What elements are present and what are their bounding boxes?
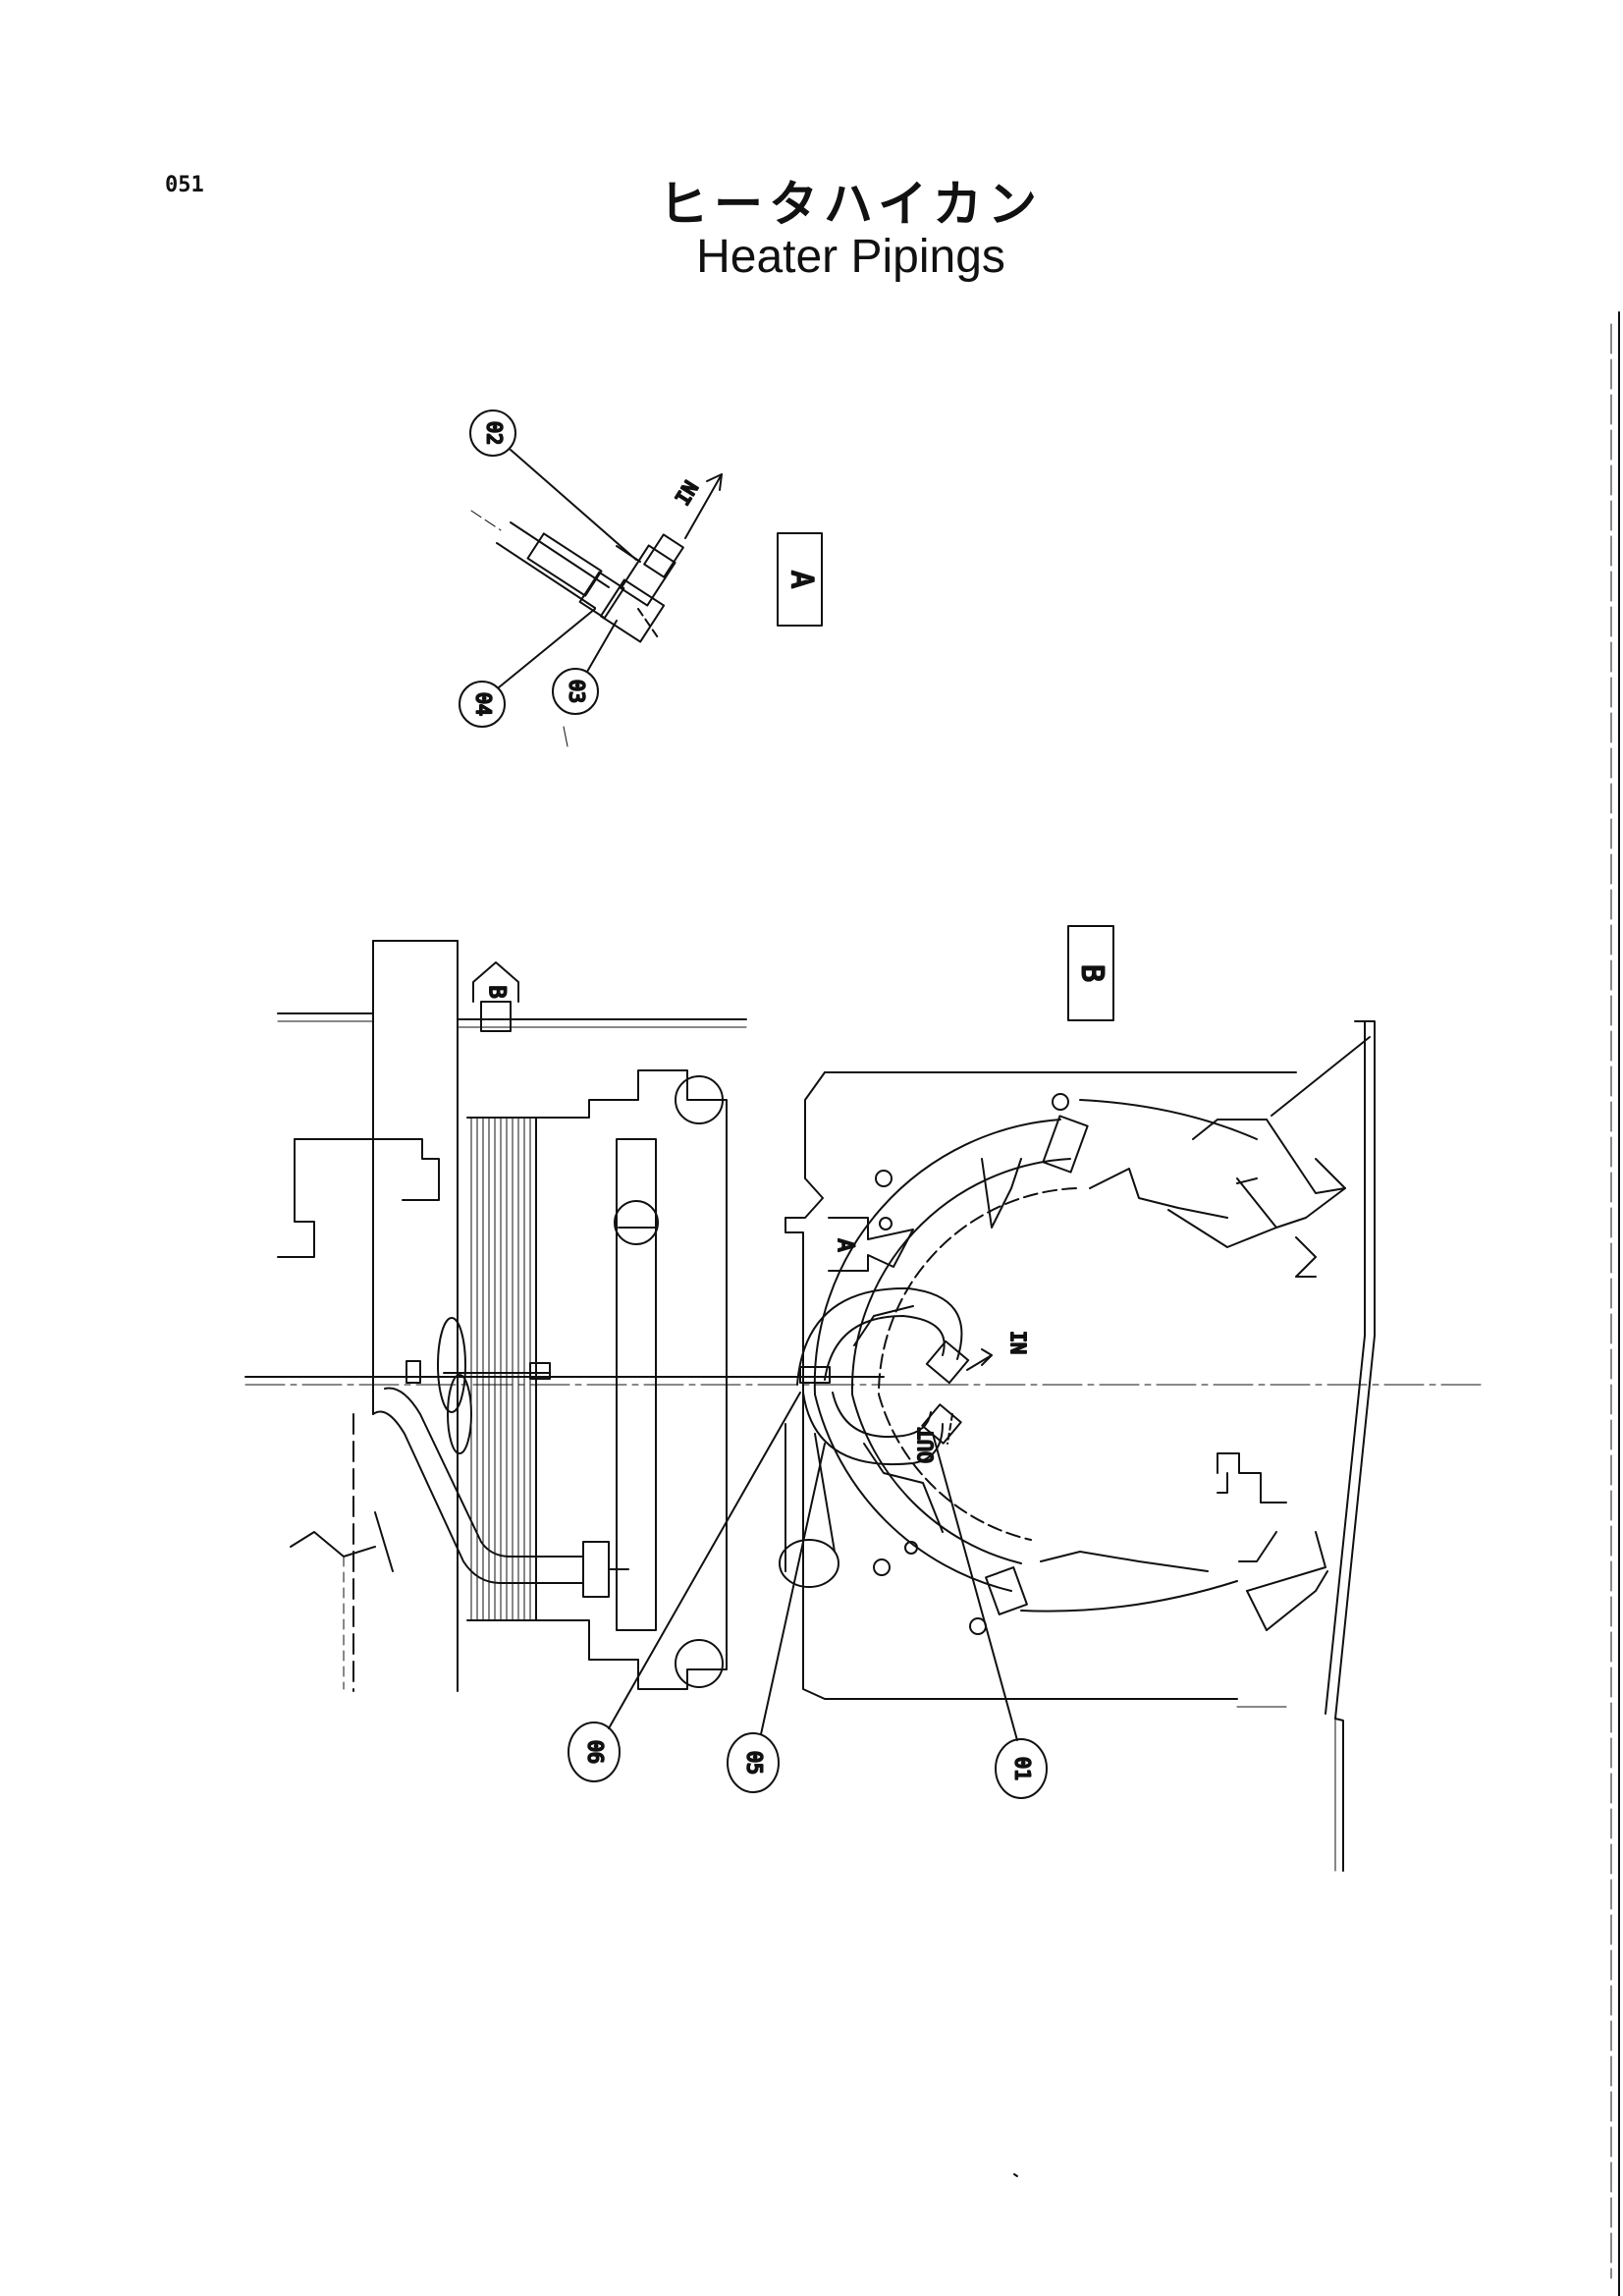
outer-panel <box>1325 1020 1376 1872</box>
part-number-04: 04 <box>472 692 496 716</box>
page-number: 051 <box>165 173 204 197</box>
balloon-06 <box>568 1392 801 1782</box>
radiator-core <box>466 1117 537 1621</box>
view-label-a: A <box>784 571 819 588</box>
part-number-02: 02 <box>483 421 507 445</box>
right-small-bracket <box>1217 1452 1287 1503</box>
lower-scroll <box>779 1423 839 1588</box>
mounting-bracket <box>535 1069 728 1690</box>
impeller-outline <box>853 1158 1228 1572</box>
flow-label-in-b: IN <box>1006 1331 1030 1354</box>
part-number-06: 06 <box>584 1740 608 1764</box>
view-arrow-b-label: B <box>484 985 509 998</box>
title-english: Heater Pipings <box>696 231 1005 283</box>
part-number-01: 01 <box>1011 1757 1035 1780</box>
view-label-box-a <box>777 532 823 627</box>
left-frame-structure <box>244 940 885 1692</box>
part-number-03: 03 <box>566 680 589 703</box>
flow-label-in-a: IN <box>671 477 703 510</box>
title-japanese: ヒータハイカン <box>659 176 1043 233</box>
upper-outlet-duct <box>1167 1036 1371 1278</box>
balloon-04 <box>459 608 596 728</box>
balloon-05 <box>727 1443 826 1793</box>
balloon-01 <box>932 1433 1048 1799</box>
stray-mark <box>1013 2173 1018 2177</box>
view-arrow-b <box>472 961 519 1032</box>
view-arrow-a-label: A <box>833 1238 857 1251</box>
left-hose <box>372 1387 629 1598</box>
left-clamp-assembly <box>406 1317 551 1454</box>
part-number-05: 05 <box>743 1751 767 1775</box>
blower-housing <box>784 1071 1297 1708</box>
balloon-02 <box>469 410 637 561</box>
balloon-03 <box>552 620 618 715</box>
view-label-box-b <box>1067 925 1114 1021</box>
lower-outlet-duct <box>1238 1531 1328 1631</box>
flow-label-out-b: OUT <box>914 1428 938 1463</box>
heater-hose-loop <box>796 1286 993 1465</box>
heater-duct <box>813 1093 1258 1635</box>
view-arrow-a <box>828 1217 914 1272</box>
view-label-b: B <box>1075 964 1109 982</box>
page-edge <box>1610 311 1620 2296</box>
detail-a-fitting <box>470 473 723 747</box>
